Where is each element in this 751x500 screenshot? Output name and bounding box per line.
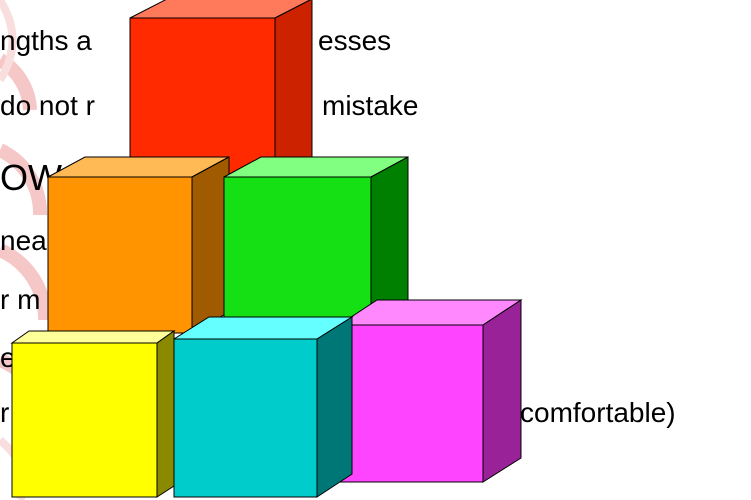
cyan-cube	[174, 317, 352, 497]
magenta-cube	[339, 300, 521, 482]
yellow-cube	[12, 331, 174, 497]
orange-cube	[48, 157, 229, 333]
